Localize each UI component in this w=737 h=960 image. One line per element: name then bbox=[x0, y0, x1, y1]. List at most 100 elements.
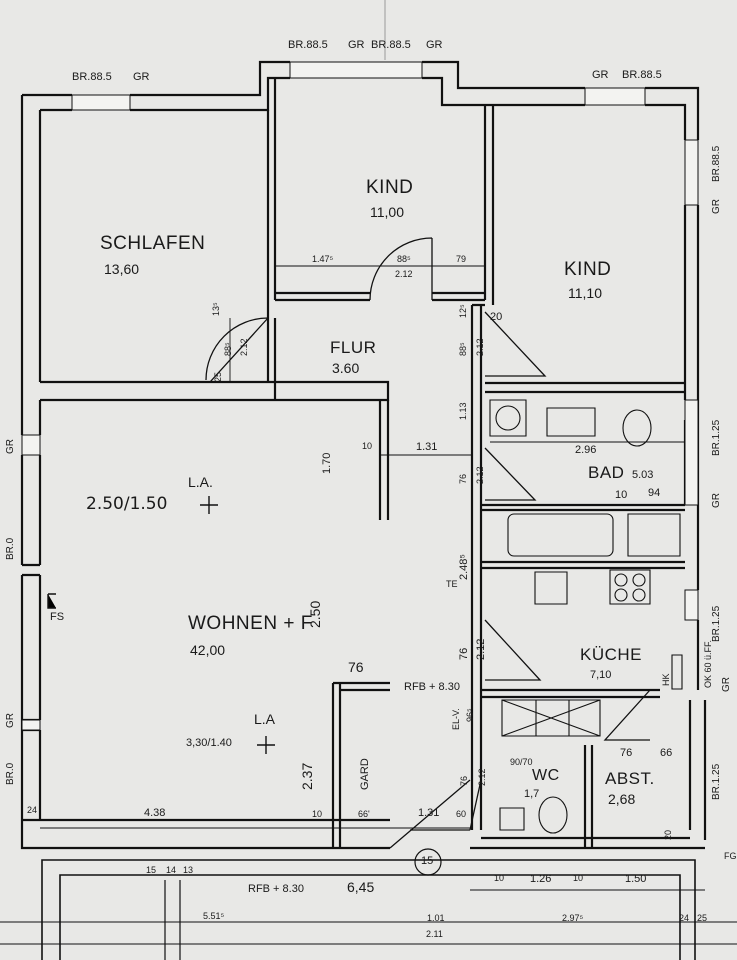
cabinet-el-v bbox=[502, 700, 600, 736]
la-marker-2 bbox=[257, 736, 275, 754]
dim-212-f: 2.12 bbox=[477, 768, 487, 786]
sink-bad bbox=[547, 408, 595, 436]
dim-965: 96⁵ bbox=[465, 708, 475, 722]
wall-garderobe bbox=[333, 683, 390, 848]
dim-79: 79 bbox=[456, 254, 467, 264]
door-wc bbox=[410, 780, 481, 830]
dim-14: 14 bbox=[166, 865, 177, 875]
dim-20: 20 bbox=[490, 311, 503, 323]
dim-10c: 10 bbox=[312, 809, 323, 819]
sink-wc bbox=[500, 808, 524, 830]
room-name-flur: FLUR bbox=[330, 338, 377, 357]
dim-10a: 10 bbox=[362, 441, 373, 451]
room-area-wc: 1,7 bbox=[524, 788, 540, 800]
washer bbox=[490, 400, 526, 436]
dim-9070: 90/70 bbox=[510, 757, 533, 767]
door-abst bbox=[605, 690, 650, 740]
label-window-top-right-br: BR.88.5 bbox=[622, 69, 662, 81]
dim-76c: 76 bbox=[348, 659, 364, 675]
stove-burner-1 bbox=[614, 573, 628, 587]
dim-296: 2.96 bbox=[575, 444, 597, 456]
dim-13: 13 bbox=[183, 865, 194, 875]
label-right-gr-mid: GR bbox=[711, 493, 722, 508]
label-rfb1: RFB + 8.30 bbox=[404, 681, 460, 693]
wall-bottom-wohnen bbox=[22, 820, 390, 848]
label-window-top-center-br: BR.88.5 bbox=[288, 39, 328, 51]
dim-885-c: 88⁵ bbox=[458, 342, 468, 356]
dim-94: 94 bbox=[648, 487, 661, 499]
room-name-kind1: KIND bbox=[366, 177, 414, 198]
dim-76b: 76 bbox=[458, 647, 470, 660]
window-kind2-side bbox=[685, 140, 698, 205]
door-kind2 bbox=[485, 312, 545, 376]
dim-438: 4.38 bbox=[144, 807, 166, 819]
room-name-schlafen: SCHLAFEN bbox=[100, 233, 206, 254]
wall-bad-bottom bbox=[481, 505, 685, 510]
room-name-kueche: KÜCHE bbox=[580, 645, 643, 664]
dim-76a: 76 bbox=[458, 473, 468, 484]
dim-212-a: 2.12 bbox=[395, 269, 413, 279]
dim-5515: 5.51⁵ bbox=[203, 911, 225, 921]
label-window-top-left-gr: GR bbox=[133, 71, 150, 83]
dim-2975: 2.97⁵ bbox=[562, 913, 584, 923]
dim-212-c: 2.12 bbox=[475, 338, 485, 356]
wall-wc-abst bbox=[585, 745, 592, 848]
wall-kind-bottom bbox=[275, 293, 485, 300]
label-fs: FS bbox=[50, 611, 65, 623]
dim-170: 1.70 bbox=[321, 452, 333, 474]
door-kueche bbox=[485, 620, 540, 680]
label-window-top-center-br2: BR.88.5 bbox=[371, 39, 411, 51]
label-right-br125-b: BR.1.25 bbox=[711, 605, 722, 642]
dim-25b: 25 bbox=[697, 913, 708, 923]
label-stamp: 15 bbox=[421, 855, 434, 867]
wall-schlafen-bottom bbox=[40, 318, 275, 400]
label-la2: L.A bbox=[254, 711, 276, 727]
cabinet-el-v-cross bbox=[502, 700, 600, 736]
label-elv: EL-V. bbox=[451, 708, 461, 730]
label-rfb2: RFB + 8.30 bbox=[248, 883, 304, 895]
door-entrance bbox=[390, 780, 470, 848]
dim-101: 1.01 bbox=[427, 913, 445, 923]
label-right-gr-upper: GR bbox=[711, 199, 722, 214]
wall-bottom-right bbox=[470, 838, 705, 848]
washer-drum bbox=[495, 405, 521, 431]
label-okff: OK 60 ü.FF. bbox=[703, 639, 713, 688]
window-schlafen bbox=[72, 95, 130, 110]
window-kind2 bbox=[585, 88, 645, 105]
room-name-abst: ABST. bbox=[605, 769, 655, 788]
stove-burner-2 bbox=[632, 573, 646, 587]
label-left-gr-1: GR bbox=[5, 439, 16, 454]
dim-135: 13⁵ bbox=[211, 302, 221, 316]
dim-211: 2.11 bbox=[426, 929, 443, 939]
dim-76d: 76 bbox=[459, 775, 469, 786]
dim-66b: 66' bbox=[358, 809, 370, 819]
dim-24b: 24 bbox=[679, 913, 690, 923]
toilet-wc bbox=[538, 796, 568, 834]
dim-10e: 10 bbox=[573, 873, 584, 883]
dim-20b: 20 bbox=[663, 829, 673, 840]
wall-kind-right bbox=[485, 105, 493, 305]
room-name-bad: BAD bbox=[588, 463, 625, 482]
dim-10b: 10 bbox=[615, 489, 628, 501]
label-la1-ratio: 2.50/1.50 bbox=[86, 494, 168, 514]
label-right-br125: BR.1.25 bbox=[711, 419, 722, 456]
label-te: TE bbox=[446, 579, 458, 589]
room-area-abst: 2,68 bbox=[608, 791, 636, 807]
dim-250v: 2.50 bbox=[307, 600, 323, 628]
dim-66a: 66 bbox=[660, 747, 673, 759]
dim-131: 1.31 bbox=[416, 441, 438, 453]
window-wohnen-2 bbox=[22, 720, 40, 730]
label-fg: FG bbox=[724, 851, 737, 861]
window-kueche bbox=[685, 590, 698, 620]
balcony bbox=[42, 860, 695, 960]
shower bbox=[628, 514, 680, 556]
door-kind1 bbox=[370, 238, 432, 300]
room-area-kind1: 11,00 bbox=[370, 204, 404, 220]
dim-10d: 10 bbox=[494, 873, 505, 883]
dim-125: 12⁵ bbox=[458, 304, 468, 318]
wall-kueche-bottom bbox=[481, 690, 660, 697]
label-left-gr-2: GR bbox=[5, 713, 16, 728]
dim-645: 6,45 bbox=[347, 879, 375, 895]
